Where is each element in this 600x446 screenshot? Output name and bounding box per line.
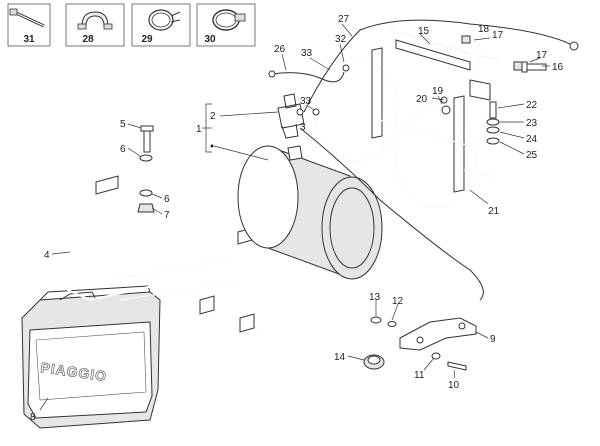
callout-9: 9 [490, 334, 496, 345]
air-tank [237, 145, 383, 280]
callout-5: 5 [120, 119, 126, 130]
callout-7: 7 [164, 210, 170, 221]
tubular-frame [66, 175, 261, 357]
band-clamp-icon [212, 9, 246, 31]
callout-25: 25 [526, 150, 538, 161]
callout-16: 16 [552, 62, 564, 73]
accessory-box-30: 30 [196, 3, 256, 47]
callout-27: 27 [338, 14, 350, 25]
cable-tie-icon [9, 8, 45, 28]
callout-24: 24 [526, 134, 538, 145]
callout-22: 22 [526, 100, 538, 111]
accessory-label: 29 [141, 34, 153, 45]
callout-17b: 17 [492, 30, 504, 41]
callout-labels: 1 2 3 4 5 6 6 7 8 9 10 11 12 13 14 15 16… [30, 14, 564, 423]
accessory-label: 28 [82, 34, 94, 45]
callout-21: 21 [488, 206, 500, 217]
callout-23: 23 [526, 118, 538, 129]
callout-2: 2 [210, 111, 216, 122]
lower-bracket [399, 317, 477, 351]
upper-rail-bracket [379, 13, 501, 177]
callout-14: 14 [334, 352, 346, 363]
spring-clamp-icon [148, 9, 181, 31]
callout-6: 6 [120, 144, 126, 155]
accessory-box-29: 29 [131, 3, 191, 47]
accessory-box-31: 31 [7, 3, 51, 47]
callout-20: 20 [416, 94, 428, 105]
callout-18: 18 [478, 24, 490, 35]
callout-1: 1 [196, 124, 202, 135]
callout-32: 32 [335, 34, 347, 45]
callout-33b: 33 [300, 96, 312, 107]
air-hoses [268, 19, 579, 301]
tank-strap-front [313, 47, 399, 163]
callout-33: 33 [301, 48, 313, 59]
callout-11: 11 [414, 370, 425, 381]
accessory-label: 31 [23, 34, 35, 45]
fill-cap [363, 354, 385, 370]
callout-15: 15 [418, 26, 430, 37]
callout-17: 17 [536, 50, 548, 61]
tank-cover: PIAGGIO [21, 285, 161, 429]
small-fasteners-lower [370, 316, 467, 371]
callout-12: 12 [392, 296, 404, 307]
group-dot [210, 144, 214, 148]
leader-lines [39, 23, 550, 411]
fasteners [137, 35, 547, 213]
callout-26: 26 [274, 44, 286, 55]
callout-13: 13 [369, 292, 381, 303]
valve-assembly [277, 93, 305, 139]
accessory-label: 30 [204, 34, 216, 45]
hose-clamp-icon [77, 11, 113, 30]
callout-19: 19 [432, 86, 444, 97]
callout-4: 4 [44, 250, 50, 261]
callout-6b: 6 [164, 194, 170, 205]
accessory-box-28: 28 [65, 3, 125, 47]
callout-10: 10 [448, 380, 460, 391]
tank-strap-rear [395, 95, 477, 209]
callout-8: 8 [30, 412, 36, 423]
callout-3: 3 [300, 122, 306, 133]
